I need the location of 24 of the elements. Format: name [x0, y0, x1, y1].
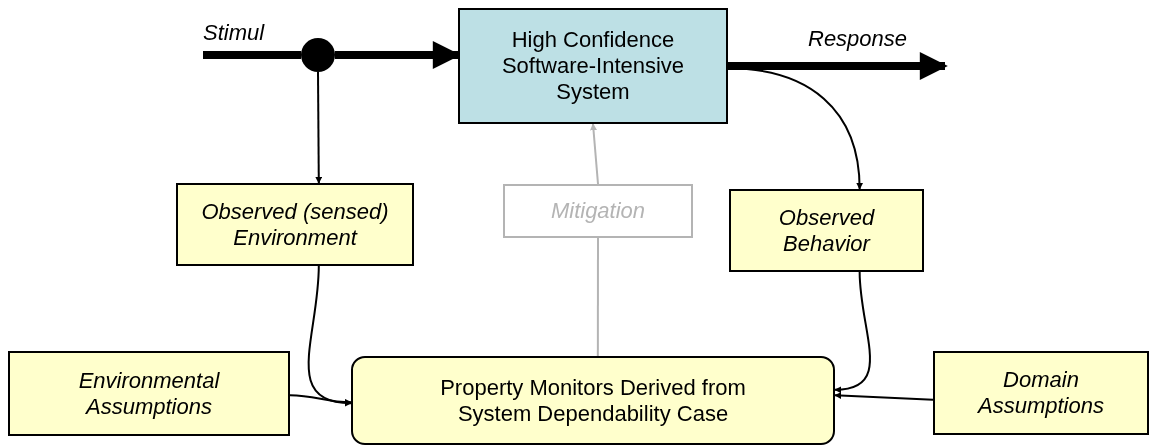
arrow: [728, 52, 948, 80]
node-text: Observed (sensed) Environment: [200, 198, 390, 251]
process-box: [458, 8, 728, 124]
monitor-box: [351, 356, 835, 445]
arrow: [307, 265, 352, 407]
process-box: [8, 351, 290, 436]
node-text: Observed Behavior: [777, 204, 876, 257]
node-text: Domain Assumptions: [976, 367, 1105, 419]
arrow: [834, 271, 871, 393]
arrow: [834, 391, 934, 401]
node-text: Property Monitors Derived from System Dependability Case: [439, 374, 747, 427]
process-box: [933, 351, 1149, 435]
process-box: [729, 189, 924, 272]
arrow: [315, 71, 323, 184]
process-box: [176, 183, 414, 266]
node-text: Environmental Assumptions: [77, 367, 221, 420]
node-text: High Confidence Software-Intensive System: [500, 27, 686, 105]
edge-label: Response: [808, 26, 908, 52]
process-box: [503, 184, 693, 238]
node-text: Mitigation: [550, 198, 646, 224]
arrow: [289, 394, 352, 406]
arrow: [590, 123, 599, 185]
junction-dot: [301, 38, 335, 72]
edge-label: Stimul: [203, 20, 265, 46]
